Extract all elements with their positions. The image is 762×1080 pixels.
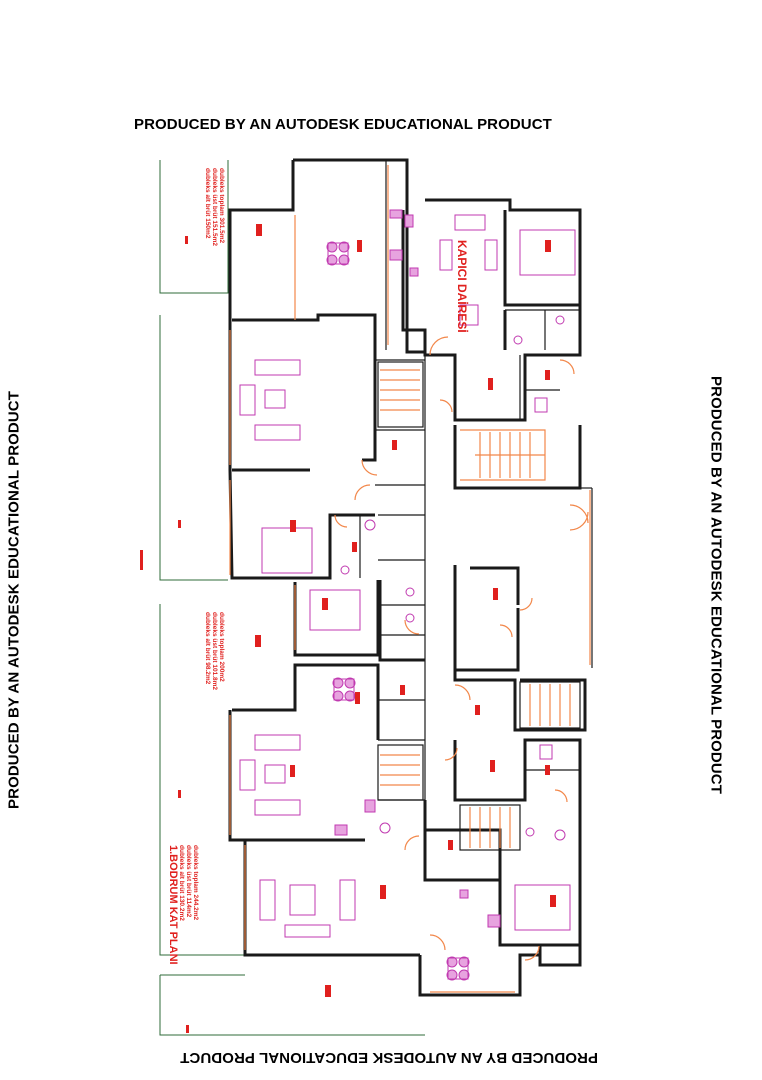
watermark-bottom: PRODUCED BY AN AUTODESK EDUCATIONAL PROD… [180, 1049, 598, 1066]
area-note-1: dubleks alt brüt 150m2 dubleks üst brüt … [204, 168, 225, 246]
garden-bottom [159, 975, 425, 1036]
interior-walls [329, 160, 593, 840]
svg-text:dubleks toplam 244.2m2: dubleks toplam 244.2m2 [192, 845, 199, 921]
room-tags [140, 224, 556, 1033]
doors [334, 336, 589, 961]
svg-text:dubleks alt brüt 150m2: dubleks alt brüt 150m2 [204, 168, 211, 239]
svg-text:dubleks alt brüt 130.2m2: dubleks alt brüt 130.2m2 [178, 845, 185, 921]
stairs [377, 361, 581, 851]
windows [229, 165, 591, 993]
garden-lower [159, 604, 245, 956]
watermark-left: PRODUCED BY AN AUTODESK EDUCATIONAL PROD… [5, 391, 23, 809]
area-note-2: dubleks alt brüt 98.2m2 dubleks üst brüt… [204, 612, 225, 690]
furniture [239, 209, 576, 981]
plan-labels: KAPICI DAİRESİ 1.BODRUM KAT PLANI dublek… [167, 168, 470, 965]
svg-text:dubleks üst brüt 114m2: dubleks üst brüt 114m2 [185, 845, 192, 918]
caretaker-label: KAPICI DAİRESİ [455, 240, 470, 333]
watermark-right: PRODUCED BY AN AUTODESK EDUCATIONAL PROD… [707, 376, 725, 794]
svg-text:dubleks üst brüt 151.5m2: dubleks üst brüt 151.5m2 [211, 168, 218, 246]
garden-boundaries [159, 160, 425, 1036]
svg-text:dubleks alt brüt 98.2m2: dubleks alt brüt 98.2m2 [204, 612, 211, 685]
watermark-top: PRODUCED BY AN AUTODESK EDUCATIONAL PROD… [134, 116, 552, 133]
svg-text:dubleks toplam 200m2: dubleks toplam 200m2 [218, 612, 225, 682]
svg-text:dubleks üst brüt 101.8m2: dubleks üst brüt 101.8m2 [211, 612, 218, 690]
garden-top-left [159, 160, 229, 294]
area-note-3: dubleks alt brüt 130.2m2 dubleks üst brü… [178, 845, 199, 921]
walls [228, 158, 587, 997]
plan-title: 1.BODRUM KAT PLANI [167, 845, 179, 965]
svg-text:dubleks toplam 301.5m2: dubleks toplam 301.5m2 [218, 168, 225, 244]
garden-middle [159, 315, 228, 581]
